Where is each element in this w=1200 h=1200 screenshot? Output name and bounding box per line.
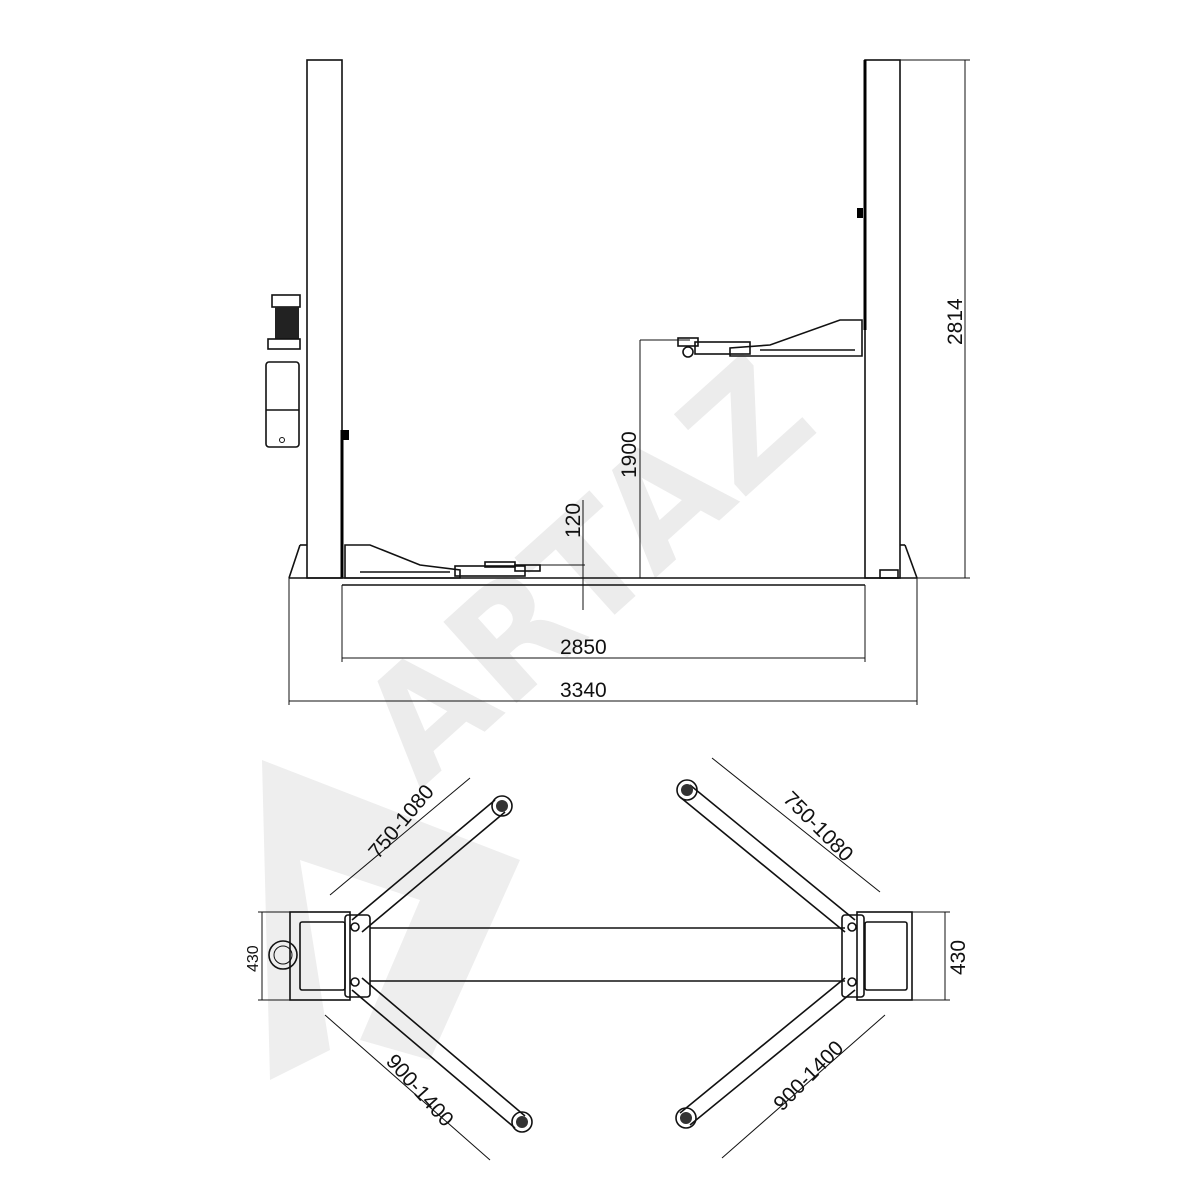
dim-right-short-arm: 750-1080 — [778, 787, 857, 866]
dim-inner-width: 2850 — [560, 636, 607, 659]
right-arm-raised — [677, 319, 863, 358]
dim-left-column-depth: 430 — [245, 945, 262, 972]
power-unit — [265, 294, 301, 448]
front-view: 2814 1900 120 2850 3340 — [265, 59, 970, 705]
left-column — [306, 59, 343, 579]
arms — [351, 784, 856, 1129]
dim-min-pad-height: 120 — [562, 503, 585, 538]
dim-total-height: 2814 — [944, 298, 967, 345]
dim-right-column-depth: 430 — [947, 940, 970, 975]
dim-overall-width: 3340 — [560, 679, 607, 702]
arm-pads — [491, 779, 698, 1133]
dim-left-long-arm: 900-1400 — [381, 1050, 457, 1131]
right-column — [864, 59, 901, 579]
left-arm-lowered — [344, 544, 541, 579]
dim-max-lift-height: 1900 — [618, 431, 641, 478]
dim-right-long-arm: 900-1400 — [769, 1037, 848, 1116]
